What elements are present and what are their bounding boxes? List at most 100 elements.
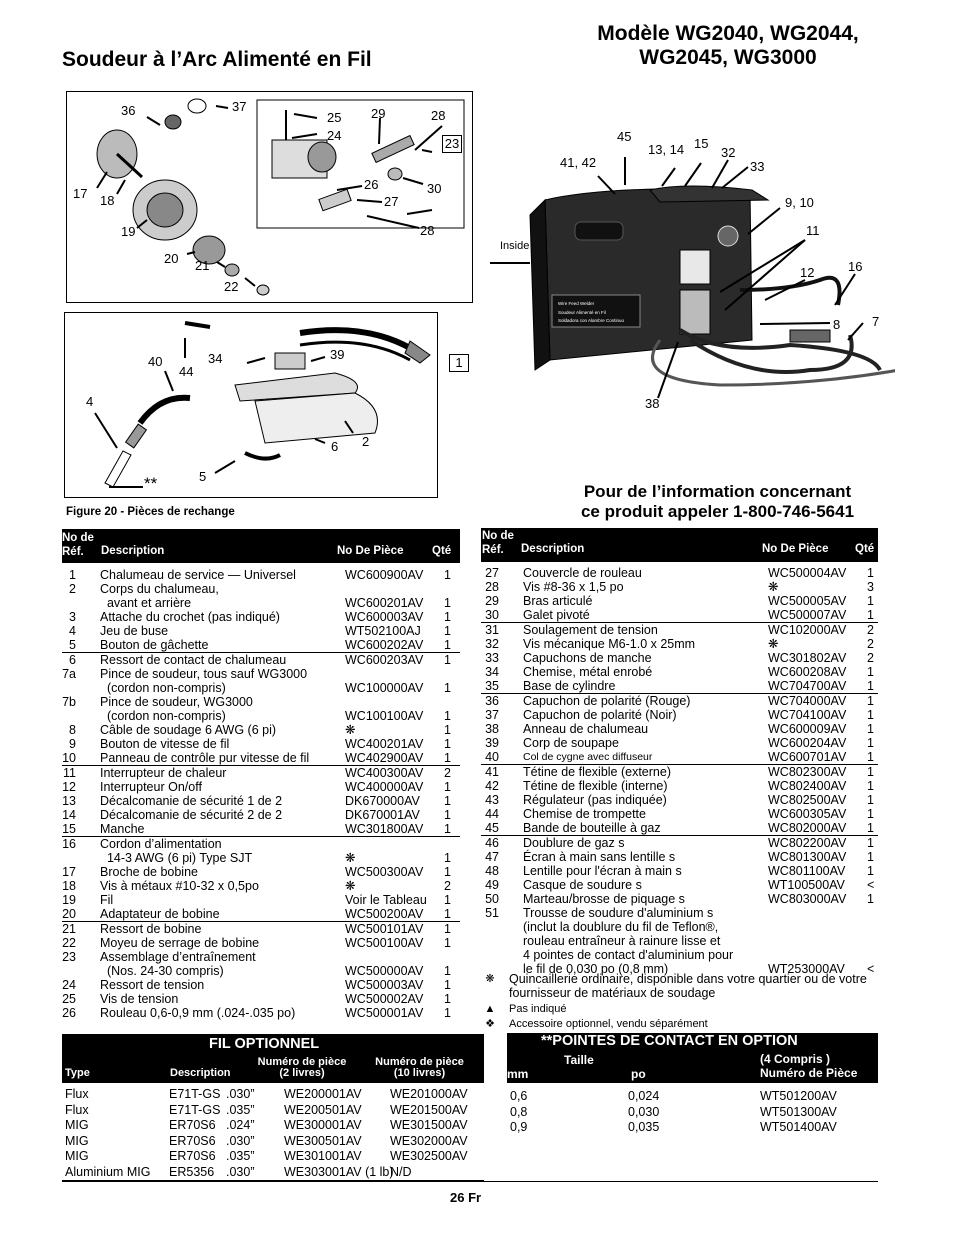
part-number: WC600202AV bbox=[345, 638, 424, 652]
part-description: Capuchon de polarité (Noir) bbox=[523, 708, 677, 722]
wire-code: E71T-GS bbox=[169, 1087, 221, 1101]
part-qty: < bbox=[867, 878, 875, 892]
part-ref: 30 bbox=[485, 608, 499, 622]
part-number: WC500004AV bbox=[768, 566, 847, 580]
part-qty: 1 bbox=[867, 750, 874, 764]
part-number: WC100000AV bbox=[345, 681, 424, 695]
part-description: Rouleau 0,6-0,9 mm (.024-.035 po) bbox=[100, 1006, 296, 1020]
figure-caption: Figure 20 - Pièces de rechange bbox=[66, 506, 235, 518]
wire-table-rule bbox=[62, 1180, 484, 1181]
part-qty: 1 bbox=[444, 568, 451, 582]
wire-type: Flux bbox=[65, 1102, 89, 1117]
part-description: Chemise, métal enrobé bbox=[523, 665, 653, 679]
assembly-23-box: 23 bbox=[442, 135, 462, 153]
part-qty: 1 bbox=[867, 793, 874, 807]
part-qty: 2 bbox=[444, 879, 451, 893]
part-number: WC500101AV bbox=[345, 922, 424, 936]
header-ref-line1-right: No de bbox=[482, 530, 514, 542]
part-number: WC500000AV bbox=[345, 964, 424, 978]
wire-col-2lb: Numéro de pièce (2 livres) bbox=[257, 1056, 347, 1079]
contact-info-line2: ce produit appeler 1-800-746-5641 bbox=[580, 502, 855, 521]
wire-part-2lb: WE300001AV bbox=[284, 1118, 362, 1132]
part-qty: 1 bbox=[444, 808, 451, 822]
wire-col-type: Type bbox=[65, 1067, 90, 1079]
part-qty: 1 bbox=[444, 737, 451, 751]
part-qty: 3 bbox=[867, 580, 874, 594]
part-ref: 28 bbox=[485, 580, 499, 594]
callout-15: 15 bbox=[694, 136, 709, 151]
page-number: 26 Fr bbox=[450, 1190, 482, 1205]
part-number: WC500002AV bbox=[345, 992, 424, 1006]
tip-mm: 0,9 bbox=[510, 1120, 528, 1134]
part-qty: 1 bbox=[867, 807, 874, 821]
part-number: WC500003AV bbox=[345, 978, 424, 992]
note-accessory: ❖Accessoire optionnel, vendu séparément bbox=[481, 1017, 881, 1031]
part-description: Panneau de contrôle pur vitesse de fil bbox=[100, 751, 310, 765]
part-description: Chalumeau de service — Universel bbox=[100, 568, 296, 582]
torch-illustration bbox=[94, 321, 431, 488]
part-description: Couvercle de rouleau bbox=[523, 566, 642, 580]
part-number: WC704100AV bbox=[768, 708, 847, 722]
contact-tips-header: **POINTES DE CONTACT EN OPTION Taille mm… bbox=[507, 1033, 878, 1083]
part-ref: 12 bbox=[62, 780, 76, 794]
part-ref: 14 bbox=[62, 808, 76, 822]
part-number: WC500001AV bbox=[345, 1006, 424, 1020]
wire-part-2lb: WE303001AV (1 lb) bbox=[284, 1164, 394, 1179]
callout-38: 38 bbox=[645, 396, 660, 411]
part-description: Capuchons de manche bbox=[523, 651, 652, 665]
model-title: Modèle WG2040, WG2044, WG2045, WG3000 bbox=[578, 22, 878, 70]
wire-part-10lb: WE201000AV bbox=[390, 1087, 468, 1101]
part-qty: 2 bbox=[867, 651, 874, 665]
tip-mm: 0,8 bbox=[510, 1104, 528, 1119]
part-ref: 3 bbox=[69, 610, 76, 624]
part-number: WC600701AV bbox=[768, 750, 847, 764]
part-ref: 18 bbox=[62, 879, 76, 893]
part-description: Adaptateur de bobine bbox=[100, 907, 220, 921]
spool-drive-diagram bbox=[66, 91, 473, 303]
part-ref: 48 bbox=[485, 864, 499, 878]
part-description: Trousse de soudure d'aluminium s (inclut… bbox=[523, 906, 734, 976]
part-description: Écran à main sans lentille s bbox=[523, 850, 676, 864]
part-ref: 43 bbox=[485, 793, 499, 807]
callout-20: 20 bbox=[164, 251, 179, 266]
part-description: Ressort de bobine bbox=[100, 922, 202, 936]
part-number: ❋ bbox=[768, 637, 779, 651]
part-ref: 35 bbox=[485, 679, 499, 693]
part-qty: 1 bbox=[444, 780, 451, 794]
wire-code: ER5356 bbox=[169, 1164, 215, 1179]
wire-type: Flux bbox=[65, 1087, 89, 1101]
part-description: Lentille pour l'écran à main s bbox=[523, 864, 682, 878]
part-number: WC801100AV bbox=[768, 864, 846, 878]
callout-44: 44 bbox=[179, 364, 194, 379]
part-qty: 1 bbox=[867, 594, 874, 608]
note-hardware: ❋Quincaillerie ordinaire, disponible dan… bbox=[481, 972, 881, 1000]
wire-part-2lb: WE200001AV bbox=[284, 1087, 362, 1101]
part-number: WC600204AV bbox=[768, 736, 847, 750]
wire-part-2lb: WE200501AV bbox=[284, 1102, 362, 1117]
part-qty: 1 bbox=[867, 708, 874, 722]
part-qty: 1 bbox=[444, 624, 451, 638]
part-number: WC802000AV bbox=[768, 821, 847, 835]
part-qty: 1 bbox=[867, 679, 874, 693]
tips-col-part-line1: (4 Compris ) bbox=[760, 1052, 831, 1066]
callout-13-14: 13, 14 bbox=[648, 142, 685, 157]
